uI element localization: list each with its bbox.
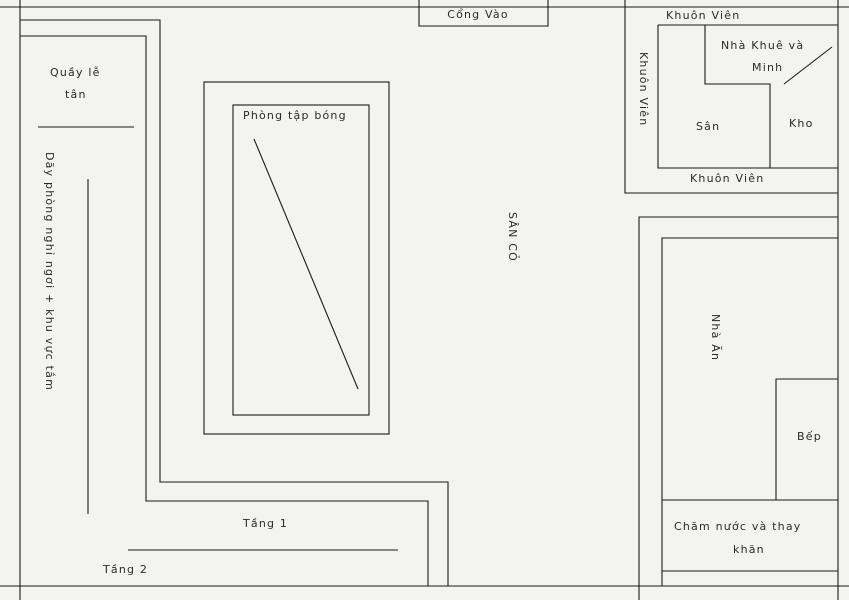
reception-label-line1: Quầy lễ bbox=[50, 66, 101, 79]
ball-room-diagonal bbox=[253, 138, 359, 390]
rest-rooms-label: Dãy phòng nghỉ ngơi + khu vực tắm bbox=[43, 152, 56, 391]
dining-outer-wall bbox=[638, 216, 838, 600]
campus-bottom-label: Khuôn Viên bbox=[690, 172, 764, 185]
yard-label: Sân bbox=[696, 120, 720, 133]
house-label-line1: Nhà Khuê và bbox=[721, 39, 804, 52]
kitchen-box bbox=[775, 378, 838, 500]
campus-inner-box bbox=[657, 25, 838, 169]
storage-label: Kho bbox=[789, 117, 814, 130]
floor-2-label: Tầng 2 bbox=[102, 563, 148, 576]
gate-outline bbox=[418, 0, 549, 27]
care-label-line1: Chăm nước và thay bbox=[674, 520, 802, 533]
ball-room-label: Phòng tập bóng bbox=[243, 109, 347, 122]
house-diagonal bbox=[783, 46, 833, 85]
campus-outline bbox=[624, 0, 838, 194]
ball-room-outer bbox=[203, 81, 390, 435]
left-building-inner-wall bbox=[20, 35, 429, 586]
lawn-label: SÂN CỎ bbox=[506, 212, 520, 262]
care-label-line2: khăn bbox=[733, 543, 765, 556]
campus-top-label: Khuôn Viên bbox=[666, 9, 740, 22]
floor-1-label: Tầng 1 bbox=[242, 517, 288, 530]
dining-label: Nhà Ăn bbox=[709, 314, 722, 361]
ball-room-inner bbox=[232, 104, 370, 416]
house-label-line2: Minh bbox=[752, 61, 783, 74]
gate-label: Cổng Vào bbox=[447, 8, 509, 21]
kitchen-label: Bếp bbox=[797, 430, 822, 443]
left-building-outer-wall bbox=[20, 19, 449, 586]
reception-label-line2: tân bbox=[65, 88, 87, 101]
campus-left-label: Khuôn Viên bbox=[637, 52, 650, 126]
house-wall bbox=[704, 25, 771, 168]
dining-inner-wall bbox=[661, 237, 838, 586]
